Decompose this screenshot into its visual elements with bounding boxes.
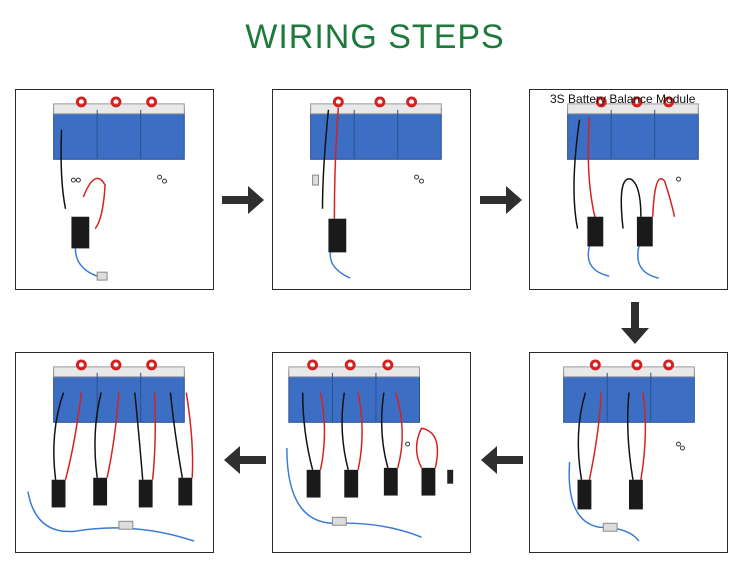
step-1-photo (15, 89, 214, 290)
step-4-photo (529, 352, 728, 553)
step-6-photo (15, 352, 214, 553)
arrow-right-1 (222, 180, 264, 220)
step-5-photo (272, 352, 471, 553)
step-3-photo: 3S Battery Balance Module (529, 89, 728, 290)
arrow-right-2 (480, 180, 522, 220)
step-2-illustration (310, 96, 442, 279)
arrow-down-3 (615, 302, 655, 344)
step-5-illustration (286, 359, 454, 538)
step-4-illustration (563, 359, 695, 542)
step-2-photo (272, 89, 471, 290)
page-title: WIRING STEPS (245, 18, 505, 56)
arrow-left-4 (481, 440, 523, 480)
step-1-illustration (53, 96, 185, 281)
balance-module-label: 3S Battery Balance Module (550, 92, 696, 106)
step-3-illustration (567, 96, 699, 279)
step-6-illustration (27, 359, 195, 542)
arrow-left-5 (224, 440, 266, 480)
